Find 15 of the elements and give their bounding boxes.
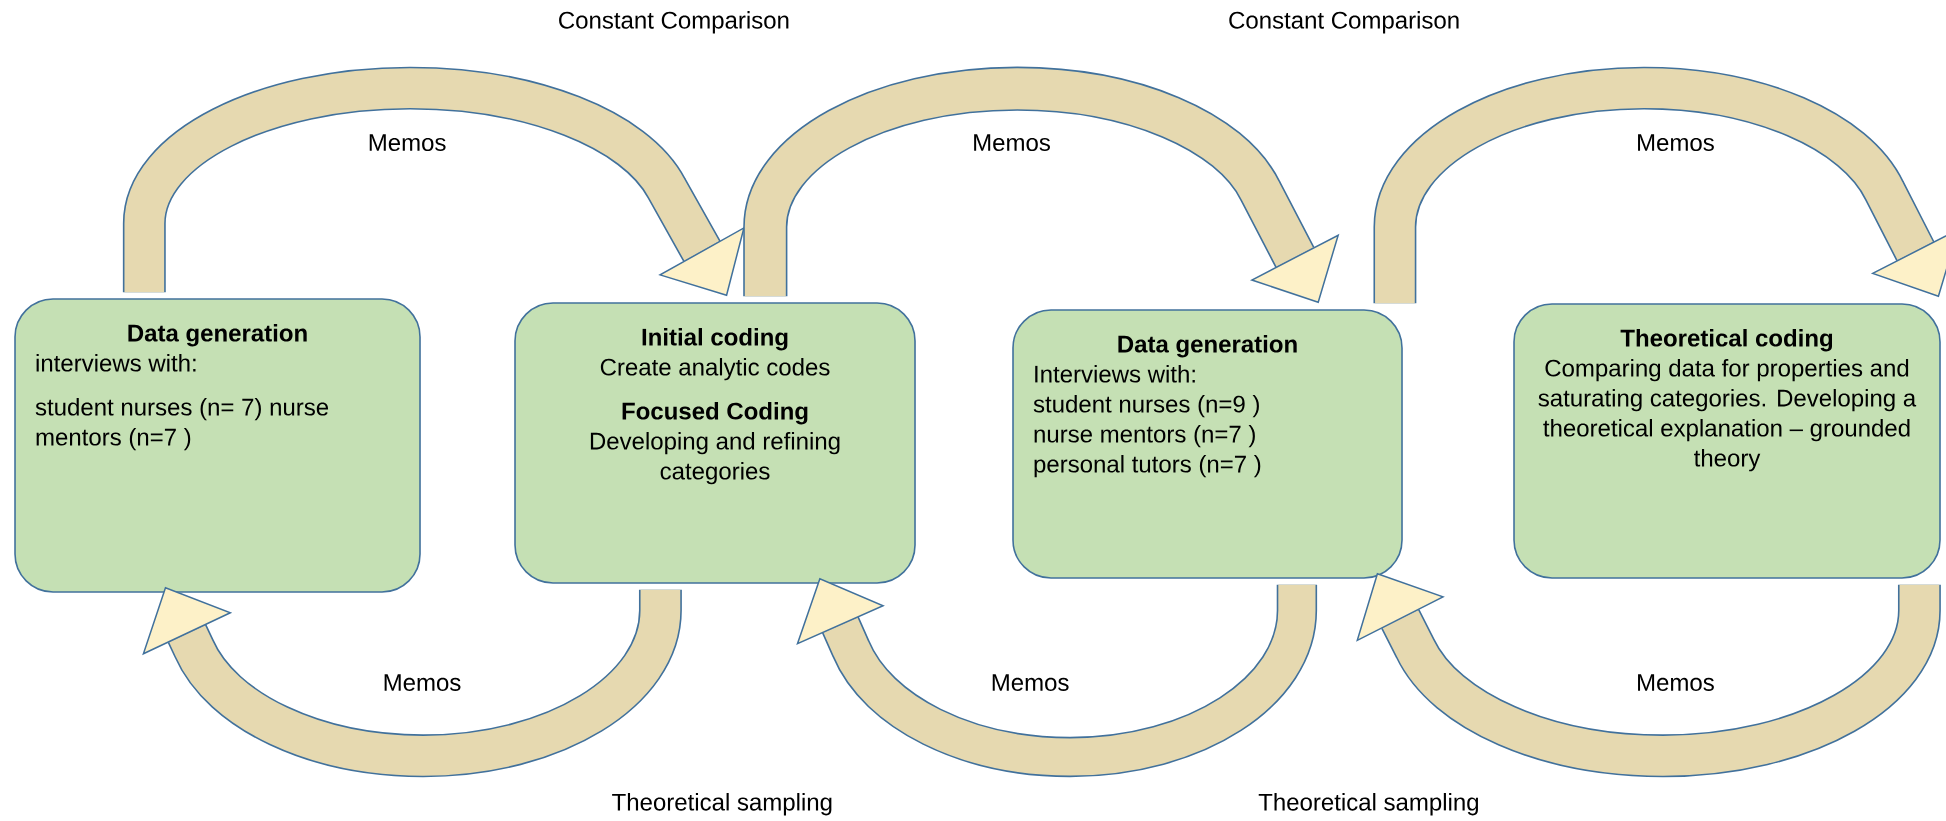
edge-label: Memos	[992, 674, 1069, 691]
process-box: Theoretical coding Comparing data for properties and saturating categories. Developing a theoretical explanation – grounded theory	[1513, 303, 1941, 579]
edge-label: Memos	[369, 134, 446, 152]
edge-label: Memos	[384, 674, 461, 691]
curved-arrow	[1373, 66, 1946, 304]
annotation-text: Theoretical sampling	[612, 793, 832, 816]
edge-label: Memos	[1638, 674, 1714, 691]
edge-label: Memos	[1638, 134, 1714, 152]
process-box: Data generation Interviews with: student nurses (n=9 ) nurse mentors (n=7 ) personal tutors (n=7 )	[1012, 309, 1403, 579]
annotation-text: Theoretical sampling	[1258, 793, 1478, 816]
annotation-text: Constant Comparison	[559, 11, 789, 34]
edge-label: Memos	[974, 134, 1050, 152]
annotation-text: Constant Comparison	[1229, 11, 1459, 34]
process-box: Data generation interviews with: student nurses (n= 7) nurse mentors (n=7 )	[14, 298, 421, 593]
process-box: Initial coding Create analytic codes Focused Coding Developing and refining categories	[514, 302, 916, 584]
